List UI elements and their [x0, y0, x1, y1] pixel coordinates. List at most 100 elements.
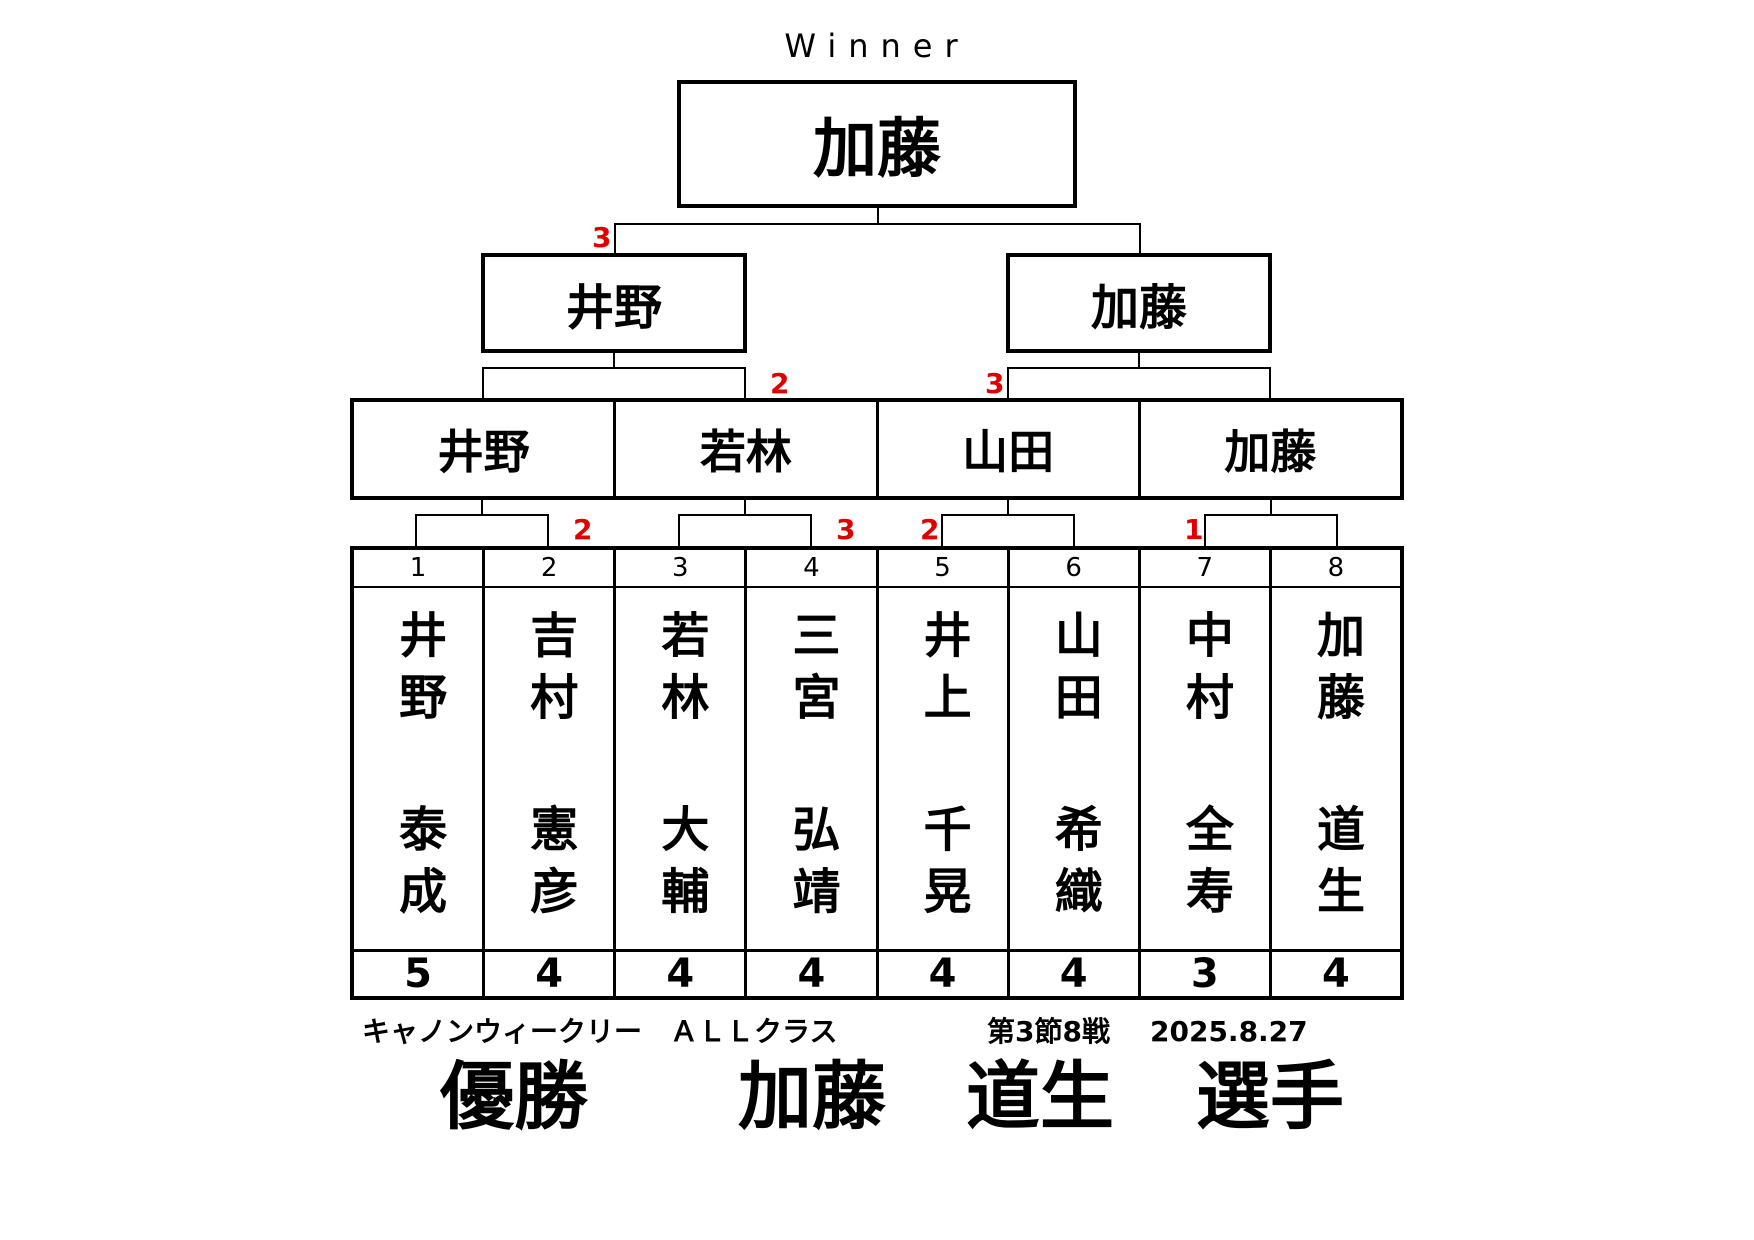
winner-label: Winner [784, 27, 970, 65]
player-column: 6 山田 希織 4 [1006, 550, 1138, 996]
seed-number: 4 [747, 550, 876, 588]
seed-number: 2 [485, 550, 614, 588]
first-round-connector [1204, 514, 1206, 546]
player-family-name: 加藤 [1307, 610, 1364, 734]
player-count: 3 [1140, 949, 1269, 996]
player-name: 三宮 弘靖 [747, 588, 875, 949]
player-name: 吉村 憲彦 [485, 588, 613, 949]
first-round-connector [1007, 500, 1009, 514]
quarterfinal-cell: 山田 [875, 402, 1138, 496]
quarterfinal-name: 山田 [962, 425, 1055, 479]
player-given-name: 千晃 [914, 804, 971, 928]
quarterfinal-row: 井野 若林 山田 加藤 [350, 398, 1404, 500]
champion-family-name: 加藤 [738, 1054, 886, 1140]
player-given-name: 大輔 [652, 804, 709, 928]
player-name: 井上 千晃 [879, 588, 1007, 949]
first-round-connector [415, 514, 549, 516]
semifinal-box-left: 井野 [481, 253, 747, 353]
event-title: キャノンウィークリー ＡＬＬクラス [362, 1015, 838, 1048]
semifinal-name: 井野 [565, 280, 662, 336]
player-column: 3 若林 大輔 4 [613, 550, 745, 996]
first-round-connector [1073, 514, 1075, 546]
player-roster: 1 井野 泰成 5 2 吉村 憲彦 4 3 若林 大輔 4 4 三宮 弘靖 [350, 546, 1404, 1000]
player-given-name: 全寿 [1176, 804, 1233, 928]
quarterfinal-name: 若林 [699, 425, 792, 479]
first-round-connector [415, 514, 417, 546]
seed-number: 8 [1271, 550, 1400, 588]
player-column: 7 中村 全寿 3 [1137, 550, 1269, 996]
player-count: 4 [1271, 949, 1400, 996]
player-family-name: 中村 [1176, 610, 1233, 734]
seed-number: 3 [616, 550, 745, 588]
semifinal-connector [613, 353, 615, 367]
player-given-name: 泰成 [390, 804, 447, 928]
player-column: 5 井上 千晃 4 [875, 550, 1007, 996]
result-label: 優勝 [440, 1054, 588, 1140]
player-column: 1 井野 泰成 5 [354, 550, 483, 996]
semifinal-box-right: 加藤 [1006, 253, 1272, 353]
player-name: 中村 全寿 [1141, 588, 1269, 949]
player-family-name: 三宮 [783, 610, 840, 734]
final-connector [614, 223, 616, 254]
first-round-score: 2 [920, 513, 940, 546]
player-column: 4 三宮 弘靖 4 [744, 550, 876, 996]
first-round-connector [1204, 514, 1338, 516]
player-count: 4 [485, 949, 614, 996]
player-name: 山田 希織 [1010, 588, 1138, 949]
seed-number: 7 [1140, 550, 1269, 588]
quarterfinal-cell: 加藤 [1137, 402, 1400, 496]
seed-number: 6 [1009, 550, 1138, 588]
player-name: 若林 大輔 [616, 588, 744, 949]
semifinal-connector [1138, 353, 1140, 367]
final-connector [877, 208, 879, 224]
first-round-connector [941, 514, 943, 546]
event-date: 2025.8.27 [1150, 1015, 1308, 1048]
player-count: 4 [747, 949, 876, 996]
semifinal-connector [744, 367, 746, 399]
champion-name: 加藤 [813, 113, 941, 187]
final-connector [1139, 223, 1141, 254]
player-count: 5 [354, 949, 483, 996]
semifinal-connector [482, 367, 484, 399]
player-count: 4 [878, 949, 1007, 996]
player-name: 井野 泰成 [354, 588, 482, 949]
first-round-connector [547, 514, 549, 546]
semifinal-name: 加藤 [1090, 280, 1187, 336]
first-round-connector [1336, 514, 1338, 546]
first-round-connector [1270, 500, 1272, 514]
final-connector [614, 223, 1140, 225]
first-round-connector [678, 514, 680, 546]
event-round: 第3節8戦 [987, 1015, 1110, 1048]
first-round-connector [678, 514, 812, 516]
player-family-name: 山田 [1045, 610, 1102, 734]
player-given-name: 道生 [1307, 804, 1364, 928]
quarterfinal-name: 加藤 [1224, 425, 1317, 479]
first-round-connector [941, 514, 1075, 516]
semifinal-score-left: 3 [592, 221, 612, 254]
player-family-name: 井上 [914, 610, 971, 734]
player-column: 2 吉村 憲彦 4 [482, 550, 614, 996]
first-round-score: 1 [1184, 513, 1204, 546]
first-round-connector [744, 500, 746, 514]
semifinal-connector [1007, 367, 1009, 399]
first-round-connector [481, 500, 483, 514]
player-given-name: 希織 [1045, 804, 1102, 928]
seed-number: 5 [878, 550, 1007, 588]
player-name: 加藤 道生 [1272, 588, 1400, 949]
player-family-name: 井野 [390, 610, 447, 734]
player-count: 4 [616, 949, 745, 996]
quarterfinal-cell: 若林 [613, 402, 875, 496]
player-family-name: 若林 [652, 610, 709, 734]
player-count: 4 [1009, 949, 1138, 996]
player-given-name: 憲彦 [521, 804, 578, 928]
first-round-score: 2 [573, 513, 593, 546]
champion-box: 加藤 [677, 80, 1077, 208]
quarterfinal-cell: 井野 [354, 402, 613, 496]
semifinal-connector [1007, 367, 1271, 369]
quarterfinal-score: 3 [985, 367, 1005, 400]
quarterfinal-score: 2 [770, 367, 790, 400]
semifinal-connector [1269, 367, 1271, 399]
champion-given-name: 道生 [966, 1054, 1114, 1140]
player-family-name: 吉村 [521, 610, 578, 734]
